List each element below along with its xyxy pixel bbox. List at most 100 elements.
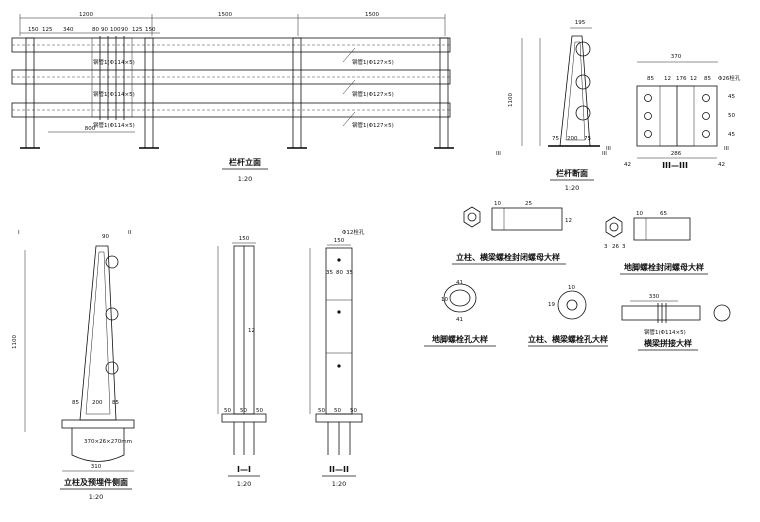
splice-zone xyxy=(91,37,133,118)
joint-label: 钢管1(Φ114×5) xyxy=(644,328,686,336)
anchor-nut-dim: 65 xyxy=(660,211,667,217)
post-nut-title: 立柱、横梁螺栓封闭螺母大样 xyxy=(456,252,560,262)
section-total-dim: 1100 xyxy=(508,93,514,107)
s3-bottom-side-dim: 42 xyxy=(624,162,631,168)
elev-sub-dim: 90 xyxy=(121,27,128,33)
pipe-label-left-2: 钢管1(Φ114×5) xyxy=(93,90,135,98)
ps-rail-bottom xyxy=(105,361,119,375)
section-rail-middle xyxy=(575,74,591,90)
s3-marker-right: III xyxy=(724,146,729,152)
anchor-nut-dim: 26 xyxy=(612,244,619,250)
s2-top-dim: 150 xyxy=(334,238,345,244)
s3-top-dim: 12 xyxy=(664,76,671,82)
pipe-label-left-1: 钢管1(Φ114×5) xyxy=(93,58,135,66)
s2-bolt-hole xyxy=(337,364,341,368)
elev-sub-dim: 150 xyxy=(145,27,156,33)
s2-hole-dim: 35 xyxy=(326,270,333,276)
post-hole-dim: 19 xyxy=(548,302,555,308)
s1-base-dim: 50 xyxy=(256,408,263,414)
section-scale: 1:20 xyxy=(565,184,580,192)
s2-scale: 1:20 xyxy=(332,480,347,488)
anchor-nut-title: 地脚螺栓封闭螺母大样 xyxy=(624,262,704,272)
s3-top-dim: 85 xyxy=(647,76,654,82)
s3-top-dim: 85 xyxy=(704,76,711,82)
post-hole-dim: 10 xyxy=(568,285,575,291)
joint-pipe-section xyxy=(713,304,731,322)
elevation-scale: 1:20 xyxy=(238,175,253,183)
anchor-nut-body xyxy=(633,217,691,241)
pipe-label-right-2: 钢管1(Φ127×5) xyxy=(352,90,394,98)
section-rail-bottom xyxy=(575,105,591,121)
anchor-hole-outer xyxy=(443,283,477,313)
ps-post-profile xyxy=(79,245,117,421)
section-base-dim: 75 xyxy=(584,136,591,142)
ps-marker-right: II xyxy=(128,230,132,236)
s1-base-dim: 50 xyxy=(224,408,231,414)
s1-base-plate xyxy=(221,413,267,423)
s3-bolt-hole xyxy=(644,112,652,120)
s3-marker-left: III xyxy=(606,146,611,152)
s3-top-dim: 176 xyxy=(676,76,687,82)
anchor-nut-hex xyxy=(605,216,623,238)
elev-dim-1200: 1200 xyxy=(79,12,93,18)
s1-base-dim: 50 xyxy=(240,408,247,414)
post-1 xyxy=(25,37,35,149)
ps-base-plate xyxy=(61,419,135,429)
s2-hole-dim: 80 xyxy=(336,270,343,276)
post-nut-body xyxy=(491,207,563,231)
section-base-dim: 200 xyxy=(567,136,578,142)
anchor-nut-dim: 10 xyxy=(636,211,643,217)
s1-title: I—I xyxy=(237,465,251,474)
joint-dim: 330 xyxy=(649,294,660,300)
joint-title: 横梁拼接大样 xyxy=(644,338,692,348)
anchor-nut-dim: 3 xyxy=(604,244,608,250)
elev-dim-1500b: 1500 xyxy=(365,12,379,18)
elev-dim-1500a: 1500 xyxy=(218,12,232,18)
s3-bottom-side-dim: 42 xyxy=(718,162,725,168)
post-2 xyxy=(144,37,154,149)
section-marker-right: III xyxy=(602,151,607,157)
s3-bolt-hole xyxy=(644,130,652,138)
s1-top-dim: 150 xyxy=(239,236,250,242)
s1-web-dim: 12 xyxy=(248,328,255,334)
railing-section-view: 195 1100 75 200 75 III III 栏杆断面 1:20 xyxy=(496,20,607,192)
anchor-hole-dim: 41 xyxy=(456,317,463,323)
s3-bolt-hole xyxy=(702,130,710,138)
section-title: 栏杆断面 xyxy=(556,168,588,178)
elevation-view: 1200 1500 1500 150 125 340 80 90 100 90 … xyxy=(11,12,454,183)
post-nut-dim: 10 xyxy=(494,201,501,207)
post-nut-hex xyxy=(463,206,481,228)
anchor-hole-slot xyxy=(449,289,471,307)
s2-base-dim: 50 xyxy=(350,408,357,414)
section-rail-top xyxy=(575,41,591,57)
s3-side-dim: 45 xyxy=(728,94,735,100)
ps-anchor-u xyxy=(71,428,125,462)
post-nut-dim: 12 xyxy=(565,218,572,224)
s1-scale: 1:20 xyxy=(237,480,252,488)
post-nut-dim: 25 xyxy=(525,201,532,207)
section-marker-left: III xyxy=(496,151,501,157)
post-side-view: I II 90 1100 85 200 85 370×26×270mm 310 … xyxy=(12,230,135,501)
section-ii-view: Φ12栓孔 150 35 80 35 50 50 50 II—II 1:20 xyxy=(309,228,365,488)
elev-sub-dim: 125 xyxy=(132,27,143,33)
joint-pipe xyxy=(621,305,701,321)
pipe-label-left-3: 钢管1(Φ114×5) xyxy=(93,121,135,129)
ps-scale: 1:20 xyxy=(89,493,104,501)
pipe-label-right-3: 钢管1(Φ127×5) xyxy=(352,121,394,129)
ps-top-dim: 90 xyxy=(102,234,109,240)
elev-sub-dim: 125 xyxy=(42,27,53,33)
s2-bolt-hole xyxy=(337,310,341,314)
s2-base-dim: 50 xyxy=(318,408,325,414)
ps-marker-left: I xyxy=(18,230,20,236)
ps-plate-note: 370×26×270mm xyxy=(84,439,132,445)
s3-overall-dim: 370 xyxy=(671,54,682,60)
elev-dim-800: 800 xyxy=(85,126,96,132)
s3-bolt-hole xyxy=(702,112,710,120)
s2-title: II—II xyxy=(329,465,349,474)
s3-top-dim: 12 xyxy=(690,76,697,82)
anchor-hole-dim: 41 xyxy=(456,280,463,286)
section-iii-view: 370 85 12 176 12 85 Φ26栓孔 45 50 45 286 4… xyxy=(606,54,741,170)
ps-rail-top xyxy=(105,255,119,269)
